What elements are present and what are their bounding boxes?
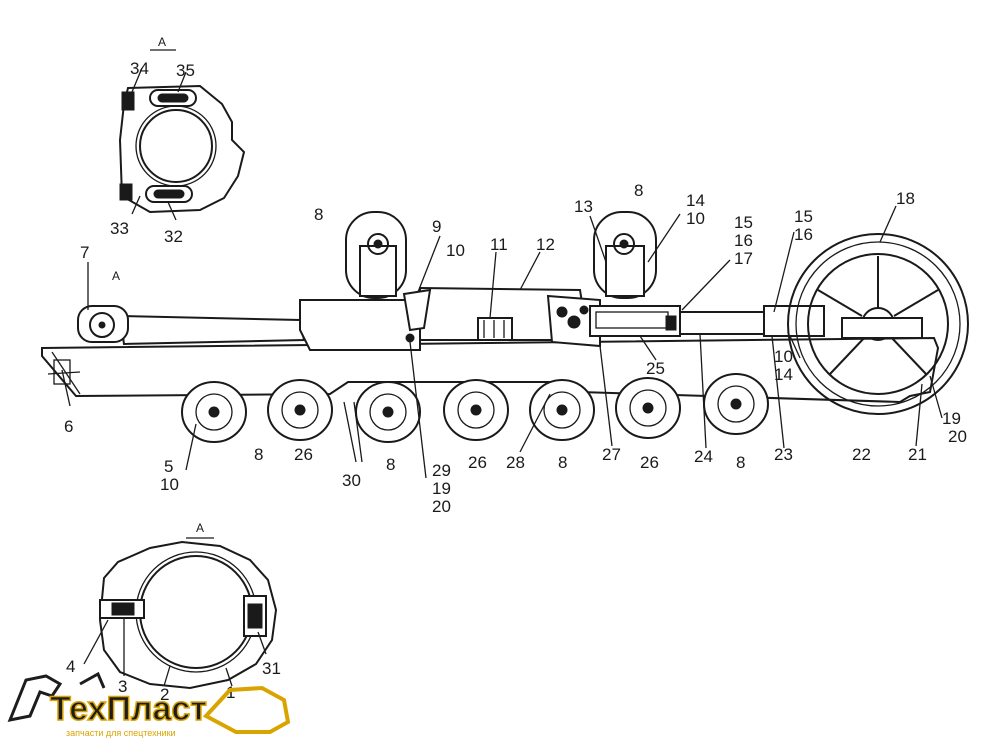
callout-label: 8 xyxy=(736,453,745,472)
callout-label: 23 xyxy=(774,445,793,464)
callout-label: 2 xyxy=(160,685,169,704)
callout-label: 35 xyxy=(176,61,195,80)
track-roller xyxy=(529,379,595,441)
callout-label: 22 xyxy=(852,445,871,464)
callout-label: 28 xyxy=(506,453,525,472)
section-mark-main: А xyxy=(112,269,120,283)
callout-label: 8 xyxy=(254,445,263,464)
callout-label: 19 xyxy=(432,479,451,498)
detail-view-a-bottom xyxy=(83,540,278,690)
callout-label: 33 xyxy=(110,219,129,238)
callout-label: 5 xyxy=(164,457,173,476)
callout-label: 17 xyxy=(734,249,753,268)
central-housing xyxy=(299,286,590,351)
callout-label: 25 xyxy=(646,359,665,378)
callout-label: 10 xyxy=(160,475,179,494)
idler-wheel xyxy=(787,233,969,415)
leader-lines xyxy=(61,205,943,479)
excavator-arm-icon xyxy=(7,674,63,723)
callout-label: 18 xyxy=(896,189,915,208)
callout-label: 1 xyxy=(226,683,235,702)
callout-label: 3 xyxy=(118,677,127,696)
callout-label: 30 xyxy=(342,471,361,490)
callout-label: 10 xyxy=(446,241,465,260)
track-rollers xyxy=(181,373,769,443)
logo-tagline: запчасти для спецтехники xyxy=(66,728,176,738)
callout-label: 14 xyxy=(686,191,705,210)
callout-label: 26 xyxy=(294,445,313,464)
track-roller xyxy=(615,377,681,439)
callout-label: 11 xyxy=(490,235,508,254)
callout-label: 27 xyxy=(602,445,621,464)
detail-view-a-top xyxy=(118,67,246,221)
callout-label: 34 xyxy=(130,59,149,78)
carrier-roller-right xyxy=(593,211,657,299)
callout-label: 7 xyxy=(80,243,89,262)
recoil-rod-left xyxy=(77,305,306,346)
callout-label: 24 xyxy=(694,447,713,466)
callout-label: 8 xyxy=(314,205,323,224)
callout-label: 20 xyxy=(432,497,451,516)
callout-label: 15 xyxy=(734,213,753,232)
callout-label: 26 xyxy=(640,453,659,472)
callout-label: 15 xyxy=(794,207,813,226)
callout-label: 4 xyxy=(66,657,75,676)
callout-label: 9 xyxy=(432,217,441,236)
callout-label: 8 xyxy=(634,181,643,200)
callout-label: 16 xyxy=(734,231,753,250)
track-roller xyxy=(355,381,421,443)
callout-label: 21 xyxy=(908,445,927,464)
logo-wordmark: ТехПласт xyxy=(50,690,207,728)
bucket-icon xyxy=(202,685,291,734)
spring-assembly xyxy=(546,294,825,348)
callout-label: 6 xyxy=(64,417,73,436)
techplast-logo: ТехПласт запчасти для спецтехники xyxy=(7,671,291,738)
carrier-roller-left xyxy=(345,211,407,299)
callout-label: 26 xyxy=(468,453,487,472)
callout-label: 10 xyxy=(686,209,705,228)
section-mark-bottom: А xyxy=(196,521,204,535)
callout-label: 8 xyxy=(558,453,567,472)
callout-label: 10 xyxy=(774,347,793,366)
callout-label: 29 xyxy=(432,461,451,480)
callout-label: 20 xyxy=(948,427,967,446)
callout-label: 14 xyxy=(774,365,793,384)
track-roller xyxy=(267,379,333,441)
callout-label: 32 xyxy=(164,227,183,246)
section-mark-top: А xyxy=(158,35,166,49)
callout-label: 19 xyxy=(942,409,961,428)
callout-label: 16 xyxy=(794,225,813,244)
track-roller xyxy=(181,381,247,443)
callout-label: 13 xyxy=(574,197,593,216)
track-roller xyxy=(703,373,769,435)
callout-label: 12 xyxy=(536,235,555,254)
callout-label: 31 xyxy=(262,659,281,678)
track-roller xyxy=(443,379,509,441)
callout-label: 8 xyxy=(386,455,395,474)
